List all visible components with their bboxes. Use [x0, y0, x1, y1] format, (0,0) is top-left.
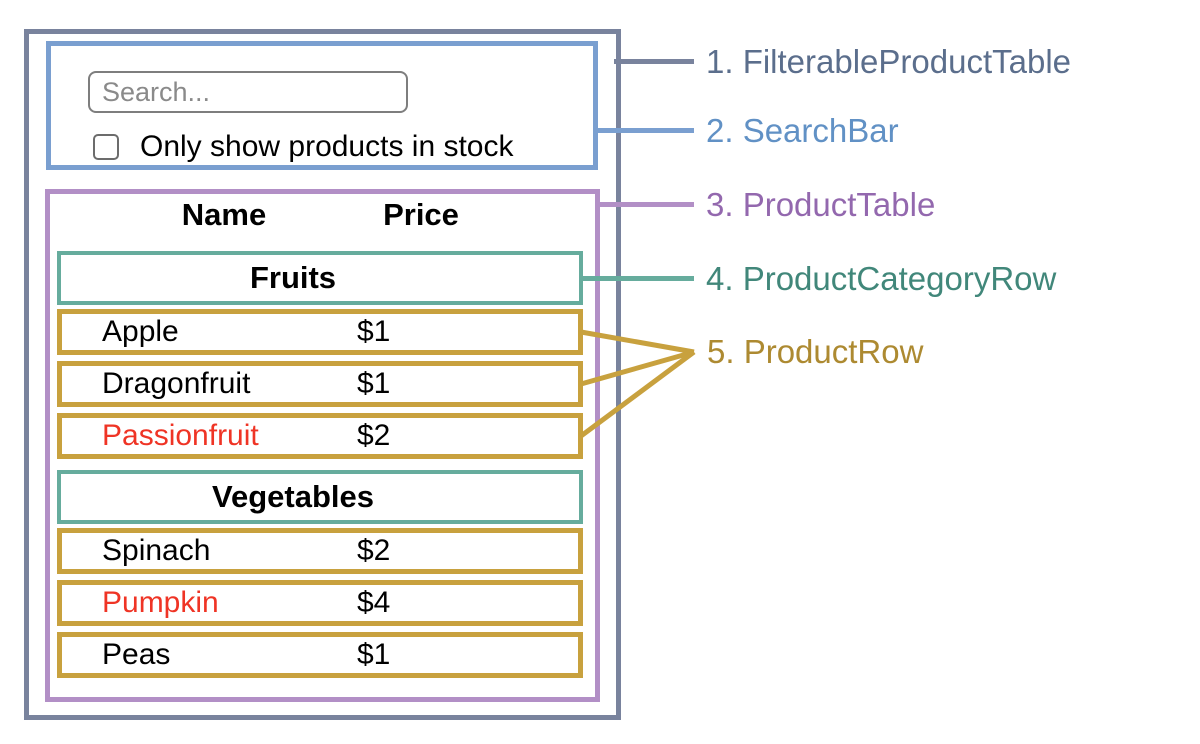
- product-row-apple: Apple $1: [57, 309, 583, 355]
- product-name: Apple: [102, 315, 179, 348]
- product-name: Dragonfruit: [102, 367, 251, 400]
- product-price: $1: [357, 367, 391, 400]
- legend-label-search-bar: 2. SearchBar: [706, 112, 899, 149]
- in-stock-checkbox[interactable]: [93, 134, 119, 160]
- product-price: $4: [357, 586, 391, 619]
- product-row-pumpkin: Pumpkin $4: [57, 580, 583, 626]
- product-name: Spinach: [102, 534, 211, 567]
- product-price: $1: [357, 315, 391, 348]
- legend-label-product-category-row: 4. ProductCategoryRow: [706, 260, 1057, 297]
- product-name: Passionfruit: [102, 419, 259, 452]
- product-price: $1: [357, 638, 391, 671]
- product-name: Pumpkin: [102, 586, 219, 619]
- column-header-name: Name: [181, 197, 267, 232]
- category-row-fruits: Fruits: [57, 251, 583, 305]
- connector-line-filterable-product-table: [614, 59, 694, 64]
- product-row-dragonfruit: Dragonfruit $1: [57, 361, 583, 407]
- legend-label-product-row: 5. ProductRow: [707, 333, 924, 370]
- column-header-price: Price: [383, 197, 459, 232]
- product-row-spinach: Spinach $2: [57, 528, 583, 574]
- product-price: $2: [357, 419, 391, 452]
- legend-label-filterable-product-table: 1. FilterableProductTable: [706, 43, 1072, 80]
- connector-line-product-table: [597, 202, 694, 207]
- product-row-passionfruit: Passionfruit $2: [57, 413, 583, 459]
- search-input[interactable]: [88, 71, 408, 113]
- connector-line-product-category-row: [581, 276, 694, 281]
- product-price: $2: [357, 534, 391, 567]
- legend-label-product-table: 3. ProductTable: [706, 186, 936, 223]
- category-row-vegetables: Vegetables: [57, 470, 583, 524]
- product-name: Peas: [102, 638, 171, 671]
- category-label: Fruits: [249, 260, 337, 295]
- product-row-peas: Peas $1: [57, 632, 583, 678]
- in-stock-checkbox-label: Only show products in stock: [140, 130, 514, 163]
- connector-line-search-bar: [596, 128, 694, 133]
- category-label: Vegetables: [212, 479, 374, 514]
